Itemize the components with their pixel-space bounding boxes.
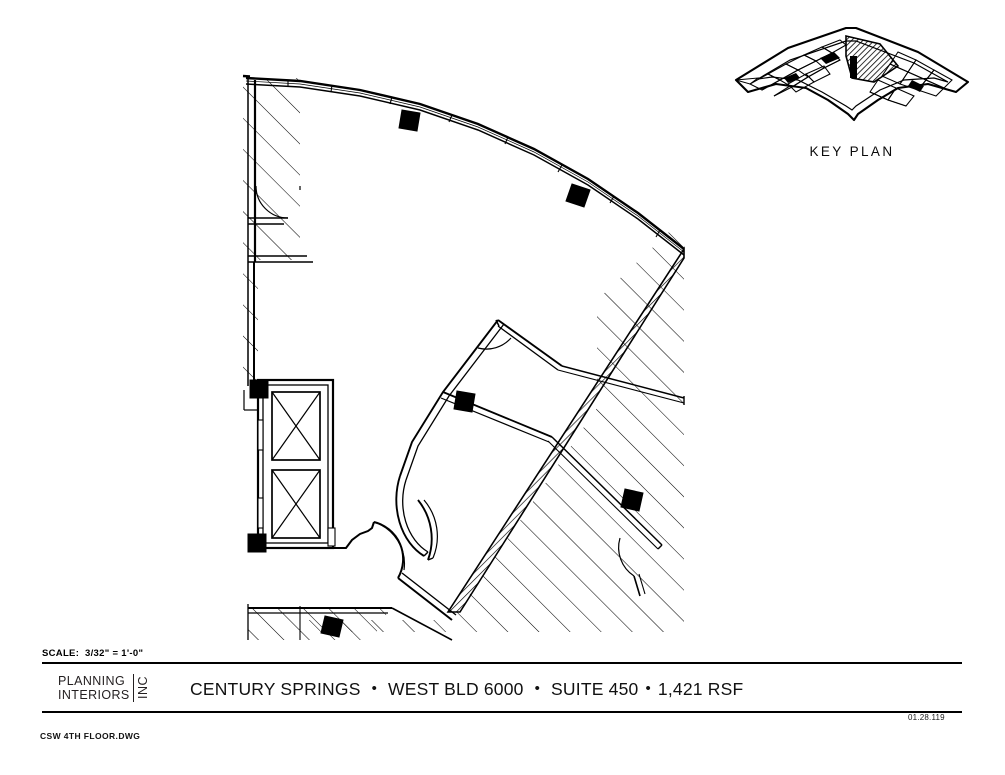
partition-office-top [495, 319, 563, 371]
logo-line-1: PLANNING [58, 674, 126, 688]
suite-number: SUITE 450 [551, 678, 639, 699]
elevator-core [256, 378, 336, 550]
column-core-bottom [247, 533, 267, 553]
hatch-area-upper-left [243, 78, 300, 382]
partition-office-left [399, 319, 505, 481]
elevator-shaft-2 [271, 469, 321, 539]
key-plan-label: KEY PLAN [809, 144, 895, 159]
demising-wall-left [247, 78, 313, 386]
floor-plan [242, 74, 685, 641]
partition-crossing-lower [547, 436, 663, 550]
dwg-filename: CSW 4TH FLOOR.DWG [40, 731, 141, 741]
partition-crossing-upper [557, 365, 685, 405]
rentable-area: 1,421 RSF [657, 678, 744, 699]
logo-wordmark: PLANNING INTERIORS [58, 674, 130, 702]
core-side-stub [243, 390, 258, 411]
column-interior-1 [453, 390, 476, 413]
lobby-curved-wall [333, 521, 457, 621]
titleblock-text: CENTURY SPRINGS • WEST BLD 6000 • SUITE … [190, 675, 743, 703]
demising-wall-angled [446, 246, 685, 613]
door-upper-left [248, 185, 289, 225]
logo-line-2: INTERIORS [58, 688, 130, 702]
column-interior-2 [620, 488, 644, 512]
company-logo: PLANNING INTERIORS INC [58, 671, 150, 705]
key-plan-left-tip [735, 77, 760, 85]
key-plan-graphic [734, 26, 970, 122]
key-plan-core-blocks [784, 52, 924, 92]
scale-note: SCALE: 3/32" = 1'-0" [42, 648, 144, 659]
exterior-curtain-wall [245, 76, 685, 256]
lobby-secondary-arc [417, 499, 438, 561]
partition-curved-return [395, 475, 429, 557]
logo-inc: INC [136, 676, 151, 700]
door-office-top [477, 337, 512, 350]
separator-1: • [371, 679, 378, 697]
separator-3: • [645, 679, 651, 697]
building-name: WEST BLD 6000 [388, 678, 524, 699]
date-code: 01.28.119 [908, 713, 945, 722]
floor-plan-graphic [242, 74, 685, 641]
column-curtainwall-1 [398, 109, 421, 132]
elevator-shaft-1 [271, 391, 321, 461]
project-name: CENTURY SPRINGS [190, 678, 361, 699]
structural-columns [247, 109, 644, 638]
door-lower-right [618, 537, 646, 597]
bottom-boundary [248, 606, 453, 641]
column-core-top [249, 379, 269, 399]
titleblock-rule-bottom [42, 711, 962, 713]
core-pocket [327, 527, 336, 547]
column-curtainwall-2 [565, 183, 591, 208]
logo-divider [132, 674, 135, 702]
hatch-area-right [300, 218, 684, 632]
key-plan: KEY PLAN [728, 22, 976, 167]
column-bottom-band [320, 615, 344, 638]
hoistway-openings [257, 419, 264, 529]
titleblock-rule-top [42, 662, 962, 664]
separator-2: • [534, 679, 541, 697]
key-plan-highlighted-suite [845, 34, 900, 83]
